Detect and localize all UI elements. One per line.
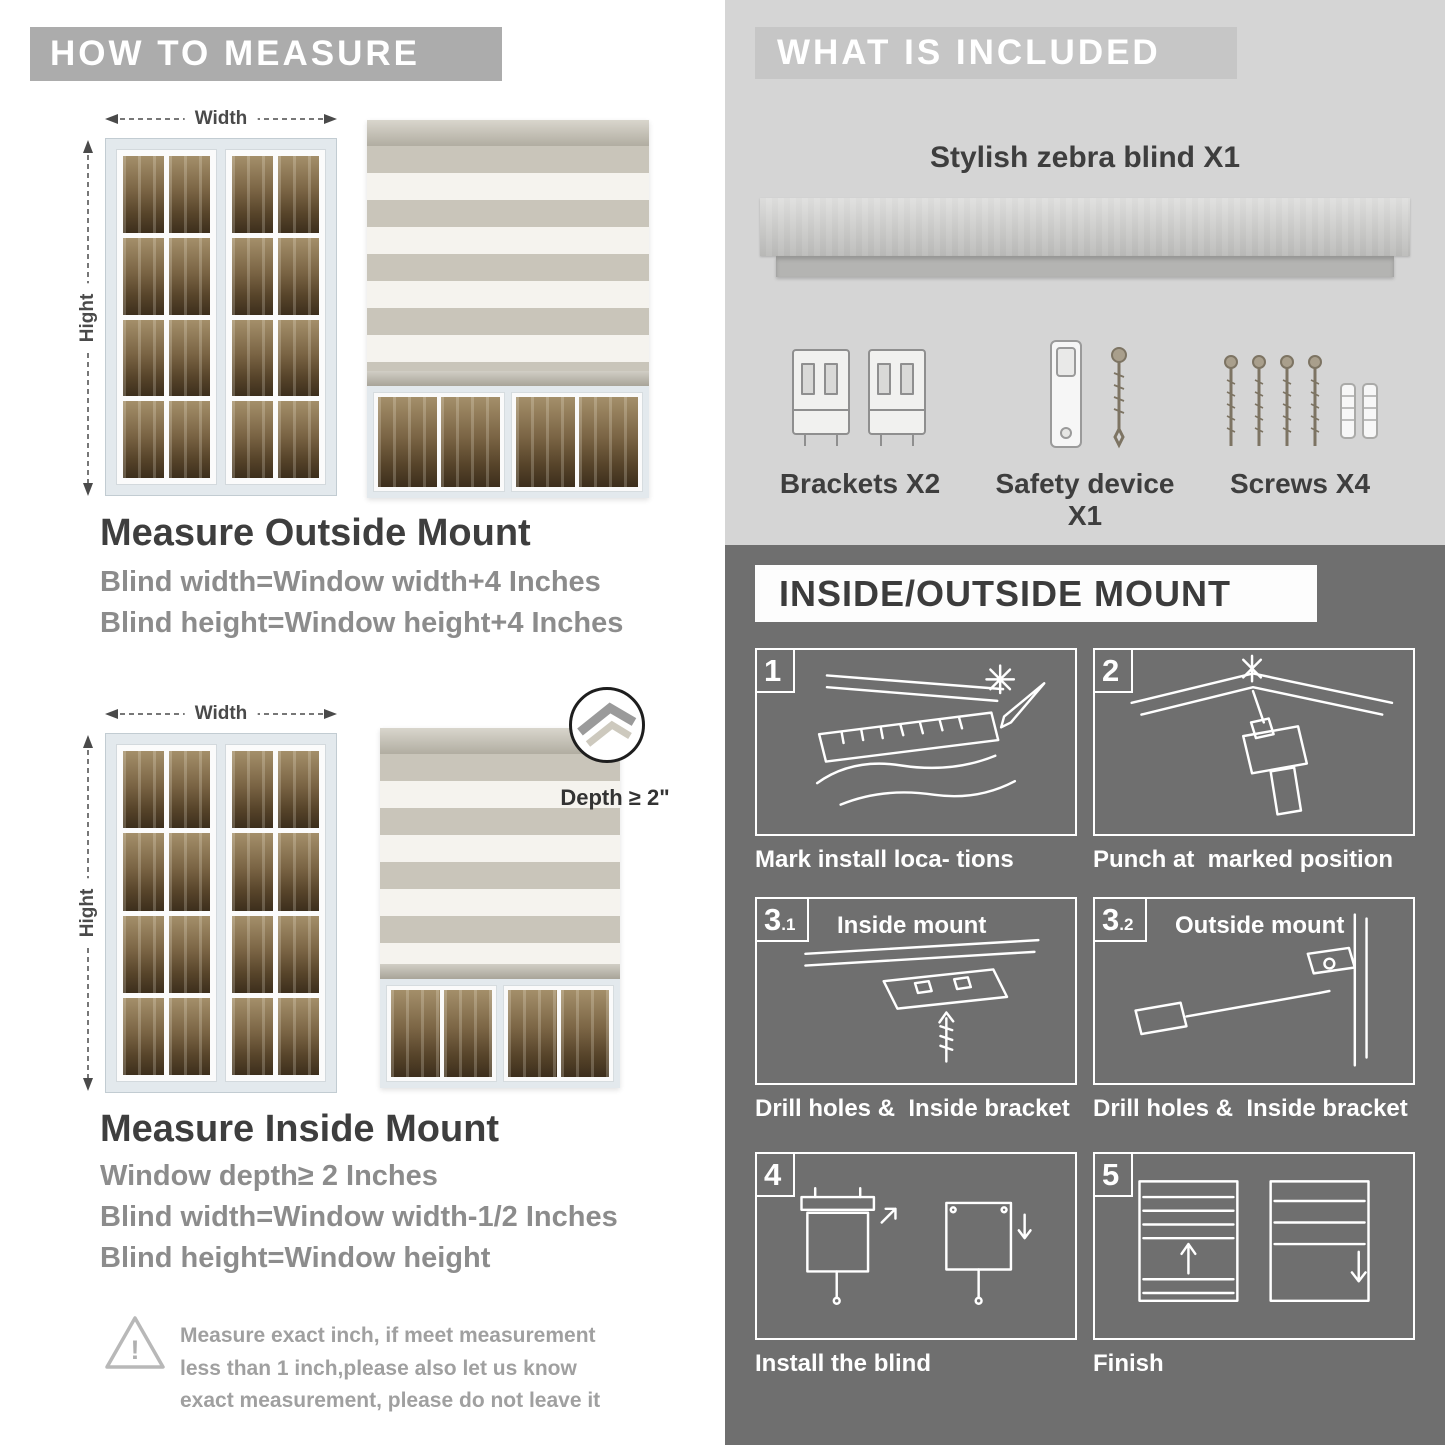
width-arrow: Width [105,701,337,727]
inside-mount-figure: Width Hight [75,687,670,1115]
blind-headrail-image [760,198,1410,277]
measure-outside-title: Measure Outside Mount [100,512,531,554]
step-3-1: 3.1 Inside mount Drill holes & Inside br… [755,897,1077,1123]
step-3-2-title: Outside mount [1175,912,1345,939]
step-3-2-panel: 3.2 Outside mount [1093,897,1415,1085]
width-arrow: Width [105,106,337,132]
svg-text:!: ! [131,1335,140,1365]
blind-stripes [367,146,649,371]
window-sash [116,744,217,1082]
step-3-1-title: Inside mount [837,912,987,939]
window-illustration [105,733,337,1093]
screws-icon [1217,350,1387,460]
step-5-panel: 5 [1093,1152,1415,1340]
step-2-panel: 2 [1093,648,1415,836]
mount-section-banner: INSIDE/OUTSIDE MOUNT [755,565,1317,622]
screws-label: Screws X4 [1229,468,1371,499]
height-label: Hight [77,878,99,948]
step-3-2: 3.2 Outside mount Drill holes & Inside b… [1093,897,1415,1123]
step-number: 1 [757,650,796,694]
step-number: 3.2 [1095,899,1148,943]
step-number: 5 [1095,1154,1134,1198]
warning-icon: ! [103,1312,167,1374]
height-arrow: Hight [75,140,101,496]
brackets-label: Brackets X2 [779,468,941,499]
inside-formula-depth: Window depth≥ 2 Inches [100,1160,438,1192]
blind-bottom-bar [380,964,620,979]
what-is-included-banner: WHAT IS INCLUDED [755,27,1237,79]
safety-device-label: Safety device X1 [995,468,1175,531]
window-sash [225,744,326,1082]
safety-device-icon [1035,333,1145,460]
step-4-panel: 4 [755,1152,1077,1340]
inside-bracket-illustration [804,938,1040,1063]
step-4-caption: Install the blind [755,1350,932,1377]
step-number: 4 [757,1154,796,1198]
step-4: 4 Install the blind [755,1152,1077,1378]
drill-illustration [1130,654,1394,816]
outside-mount-figure: Width Hight [75,100,660,505]
window-below-blind [380,979,620,1088]
step-1: 1 Mark install loca- tions [755,648,1077,874]
finish-illustration [1138,1180,1370,1303]
measure-inside-title: Measure Inside Mount [100,1108,500,1150]
mark-location-illustration [815,664,1046,806]
window-below-blind [367,386,649,498]
brackets-icon [785,338,935,460]
height-label: Hight [77,283,99,353]
inside-formula-width: Blind width=Window width-1/2 Inches [100,1201,618,1233]
zebra-blind-illustration [380,728,620,1088]
depth-zoom-callout [569,687,645,763]
width-label: Width [184,108,258,130]
step-5-caption: Finish [1093,1350,1164,1377]
outside-bracket-illustration [1134,913,1368,1067]
blind-stripes [380,754,620,964]
what-is-included-section: WHAT IS INCLUDED Stylish zebra blind X1 [725,0,1445,545]
blind-quantity-label: Stylish zebra blind X1 [929,141,1241,174]
outside-formula-width: Blind width=Window width+4 Inches [100,566,601,598]
step-3-2-caption: Drill holes & Inside bracket [1093,1095,1408,1122]
window-sash [116,149,217,485]
step-2: 2 Punch at marked position [1093,648,1415,874]
install-blind-illustration [800,1187,1032,1305]
blind-cassette [367,120,649,146]
how-to-measure-banner: HOW TO MEASURE [30,27,502,81]
mount-instructions-section: INSIDE/OUTSIDE MOUNT 1 [725,545,1445,1445]
step-number: 3.1 [757,899,810,943]
step-1-panel: 1 [755,648,1077,836]
blind-bottom-bar [367,371,649,386]
step-1-caption: Mark install loca- tions [755,846,1014,873]
inside-formula-height: Blind height=Window height [100,1242,491,1274]
step-5: 5 Finish [1093,1152,1415,1378]
outside-formula-height: Blind height=Window height+4 Inches [100,607,624,639]
measure-warning-text: Measure exact inch, if meet measurement … [180,1324,601,1413]
window-illustration [105,138,337,496]
depth-label: Depth ≥ 2" [560,785,670,810]
window-sash [225,149,326,485]
step-3-1-panel: 3.1 Inside mount [755,897,1077,1085]
step-2-caption: Punch at marked position [1093,846,1394,873]
step-3-1-caption: Drill holes & Inside bracket [755,1095,1070,1122]
width-label: Width [184,703,258,725]
zebra-blind-illustration [367,120,649,498]
step-number: 2 [1095,650,1134,694]
height-arrow: Hight [75,735,101,1091]
